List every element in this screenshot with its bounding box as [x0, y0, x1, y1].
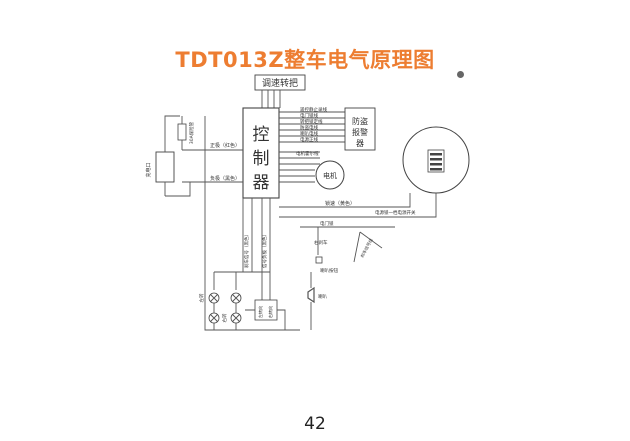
brake-switch-label: 电源锁一档电源开关 [375, 209, 416, 216]
alarm-label-2: 报警 [352, 127, 368, 137]
alarm-label-3: 器 [356, 139, 364, 148]
battery: 充电口 [145, 115, 180, 196]
alarm-wire-4: 防盗电线 [300, 124, 318, 131]
cruise-label: 锁速（黄色） [325, 200, 355, 207]
page-number: 42 [304, 414, 326, 434]
right-brake-switch: 右刹车 喇叭按钮 [314, 227, 338, 274]
key-switch-label: 电门锁 [320, 220, 334, 227]
alarm-wire-2: 电门锁线 [300, 112, 318, 119]
motor: 电机 [315, 160, 345, 190]
alarm-wire-5: 喇叭电线 [300, 130, 318, 137]
controller: 控 制 器 [242, 107, 280, 199]
meter [402, 126, 470, 194]
speed-handle: 调速转把 [254, 74, 306, 91]
left-lamp-label: 左转 [198, 293, 205, 302]
fuse-label: 30A保险管 [188, 121, 195, 144]
corner-dot [457, 71, 464, 78]
turn-lamps: 左转 右转 [198, 271, 270, 330]
fuse: 30A保险管 正极（红色） [177, 116, 243, 151]
alarm-wire-6: 电源正线 [300, 136, 318, 143]
alarm-wire-3: 转把锁定线 [300, 118, 323, 125]
controller-label-1: 控 [253, 125, 270, 145]
page-title: TDT013Z整车电气原理图 [175, 48, 435, 72]
speed-handle-label: 调速转把 [262, 77, 298, 89]
brake-wire-right-label: 信号负极（黑色） [261, 232, 268, 268]
right-turn-label: 右转向 [267, 306, 274, 319]
controller-label-2: 制 [253, 149, 270, 169]
anti-theft-alarm: 防盗 报警 器 [344, 107, 376, 151]
motor-label: 电机 [323, 171, 337, 180]
brake-wire-left-label: 刹车信号（黑色） [243, 232, 250, 268]
negative-wire-label: 负极（黑色） [210, 175, 240, 182]
alarm-label-1: 防盗 [352, 116, 368, 126]
horn-label: 喇叭 [318, 293, 327, 300]
right-brake-label: 右刹车 [314, 239, 328, 246]
horn-switch-label: 喇叭按钮 [320, 267, 338, 274]
horn: 喇叭 [307, 272, 327, 330]
hall-wire-label: 电机霍尔线 [296, 150, 319, 157]
alarm-wire-1: 遥控静止录线 [300, 106, 327, 113]
left-turn-label: 左转向 [257, 306, 264, 319]
positive-wire-label: 正极（红色） [210, 142, 240, 149]
turn-switch: 左转向 右转向 [254, 299, 278, 321]
controller-label-3: 器 [253, 173, 270, 193]
brake-light-label: 刹车信号线 [359, 236, 375, 258]
battery-label: 充电口 [145, 162, 152, 177]
controller-wires: 遥控静止录线 电门锁线 转把锁定线 防盗电线 喇叭电线 电源正线 电机霍尔线 [279, 106, 345, 183]
right-lamp-label: 右转 [221, 313, 228, 322]
